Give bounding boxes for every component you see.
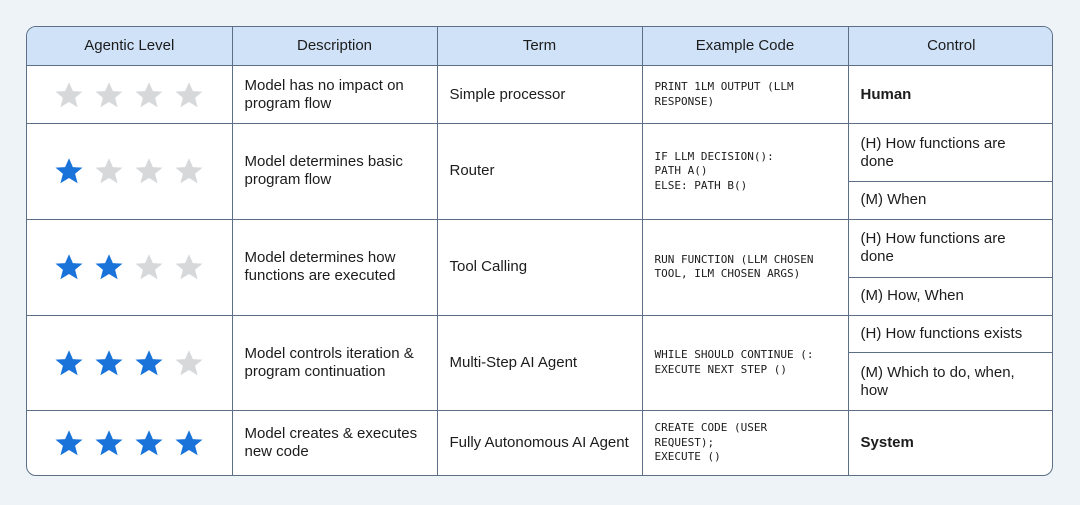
term-cell: Router [436,123,643,220]
code-line: EXECUTE () [654,450,721,464]
example-code-cell: IF LLM DECISION():PATH A()ELSE: PATH B() [641,123,849,220]
star-filled-icon [94,252,124,282]
code-line: RUN FUNCTION (LLM CHOSEN [654,252,814,266]
code-line: ELSE: PATH B() [654,178,748,192]
star-filled-icon [54,252,84,282]
example-code-cell: WHILE SHOULD CONTINUE (:EXECUTE NEXT STE… [641,314,849,412]
agentic-level-stars [27,218,233,316]
control-cell-model: (M) How, When [848,276,1052,316]
table-row: Model creates & executes new code Fully … [27,410,1052,475]
code-line: REQUEST); [654,435,715,449]
star-empty-icon [174,156,204,186]
star-empty-icon [174,252,204,282]
term-cell: Simple processor [436,64,643,125]
star-filled-icon [134,348,164,378]
star-empty-icon [174,80,204,110]
description-cell: Model controls iteration & program conti… [231,314,438,412]
control-cell: Human [847,64,1052,125]
star-filled-icon [174,428,204,458]
code-line: PATH A() [654,164,708,178]
header-example-code: Example Code [641,27,849,66]
agentic-levels-table-container: Agentic Level Description Term Example C… [26,26,1053,476]
table-row: Model determines basic program flow Rout… [27,123,1052,220]
table-row: Model determines how functions are execu… [27,218,1052,316]
control-cell-model: (M) Which to do, when, how [848,352,1052,412]
code-line: EXECUTE NEXT STEP () [654,362,787,376]
table-subrow: (M) When [27,181,1052,220]
header-term: Term [436,27,643,66]
table-subrow: (M) How, When [27,276,1052,316]
table-row: Model controls iteration & program conti… [27,314,1052,412]
code-line: WHILE SHOULD CONTINUE (: [654,348,814,362]
description-cell: Model determines how functions are execu… [231,218,438,316]
star-filled-icon [134,428,164,458]
star-empty-icon [54,80,84,110]
star-empty-icon [134,80,164,110]
star-filled-icon [94,348,124,378]
header-agentic-level: Agentic Level [27,27,233,66]
control-cell-model: (M) When [848,181,1052,220]
term-cell: Fully Autonomous AI Agent [436,410,643,475]
control-cell-human: (H) How functions are done [847,218,1052,278]
code-line: RESPONSE) [654,94,715,108]
star-empty-icon [134,252,164,282]
control-cell-human: (H) How functions exists [847,314,1052,354]
table-row: Model has no impact on program flow Simp… [27,64,1052,125]
star-filled-icon [54,428,84,458]
star-empty-icon [94,80,124,110]
control-cell-human: (H) How functions are done [847,123,1052,183]
code-line: CREATE CODE (USER [654,421,768,435]
agentic-level-stars [27,410,233,475]
star-filled-icon [54,156,84,186]
description-cell: Model determines basic program flow [231,123,438,220]
star-empty-icon [174,348,204,378]
description-cell: Model has no impact on program flow [231,64,438,125]
code-line: TOOL, ILM CHOSEN ARGS) [654,267,801,281]
header-row: Agentic Level Description Term Example C… [27,27,1052,66]
code-line: IF LLM DECISION(): [654,149,774,163]
code-line: PRINT 1LM OUTPUT (LLM [654,80,794,94]
description-cell: Model creates & executes new code [231,410,438,475]
agentic-levels-table: Agentic Level Description Term Example C… [27,27,1052,475]
header-description: Description [231,27,438,66]
agentic-level-stars [27,123,233,220]
agentic-level-stars [27,314,233,412]
term-cell: Multi-Step AI Agent [436,314,643,412]
agentic-level-stars [27,64,233,125]
header-control: Control [847,27,1052,66]
star-filled-icon [54,348,84,378]
star-filled-icon [94,428,124,458]
control-cell: System [847,410,1052,475]
term-cell: Tool Calling [436,218,643,316]
star-empty-icon [94,156,124,186]
star-empty-icon [134,156,164,186]
